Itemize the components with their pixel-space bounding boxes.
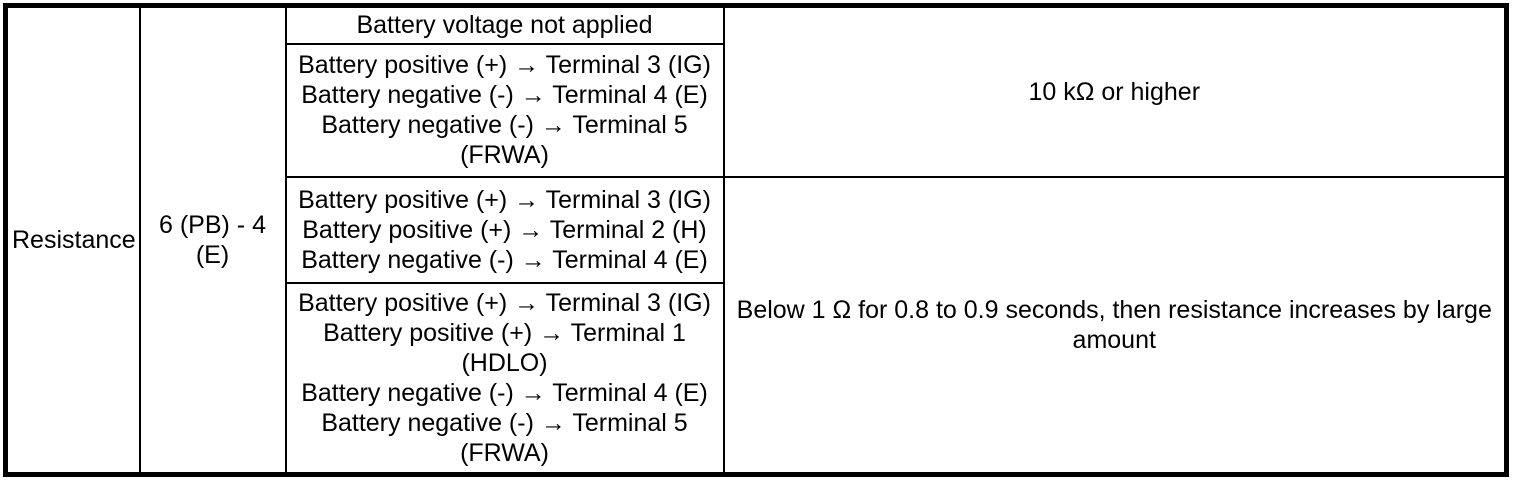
- table-row: Resistance 6 (PB) - 4 (E) Battery voltag…: [4, 4, 1508, 476]
- condition-cell-2: Battery positive (+) → Terminal 3 (IG) B…: [284, 42, 725, 178]
- measurement-type-cell: Resistance: [4, 4, 141, 476]
- specified-condition-cell-2: Below 1 Ω for 0.8 to 0.9 seconds, then r…: [722, 175, 1508, 476]
- table-row: Battery positive (+) → Terminal 3 (IG) B…: [6, 282, 1507, 476]
- condition-cell-3: Battery positive (+) → Terminal 3 (IG) B…: [284, 175, 725, 285]
- condition-cell-1: Battery voltage not applied: [284, 4, 725, 45]
- table-row: Battery positive (+) → Terminal 3 (IG) B…: [6, 42, 1507, 178]
- tester-connection-cell: 6 (PB) - 4 (E): [138, 4, 287, 476]
- resistance-inspection-table: Resistance 6 (PB) - 4 (E) Battery voltag…: [3, 3, 1509, 477]
- table-row: Battery positive (+) → Terminal 3 (IG) B…: [6, 175, 1508, 476]
- condition-cell-4: Battery positive (+) → Terminal 3 (IG) B…: [284, 282, 725, 476]
- specified-condition-cell-1: 10 kΩ or higher: [722, 4, 1508, 178]
